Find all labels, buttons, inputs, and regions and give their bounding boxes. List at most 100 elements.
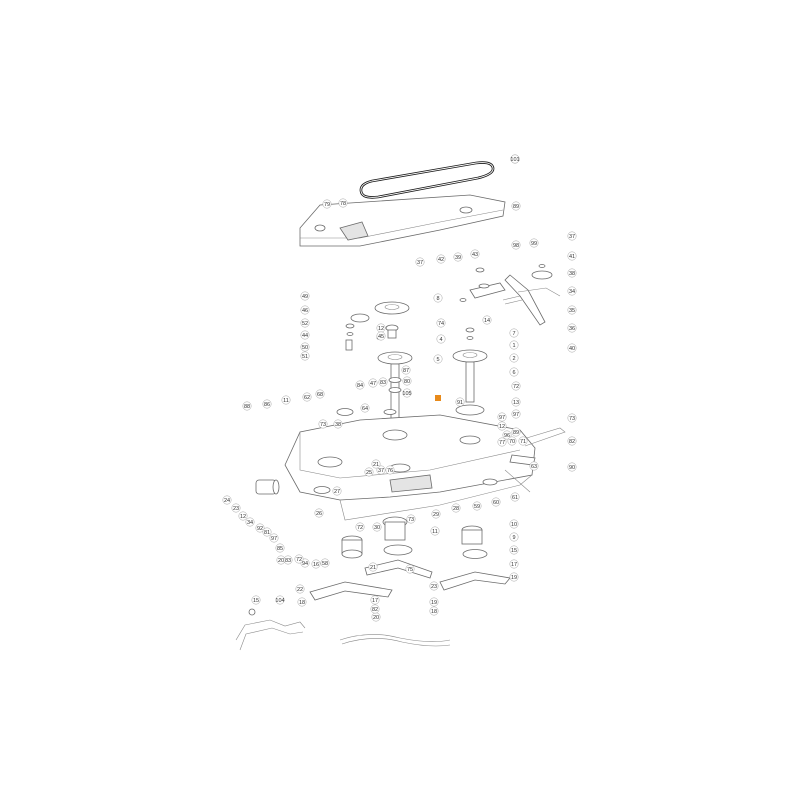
callout-bubble bbox=[497, 412, 507, 422]
callout-bubble bbox=[222, 495, 232, 505]
callout-number: 76 bbox=[387, 468, 393, 474]
callout-number: 25 bbox=[366, 470, 372, 476]
callout-52: 52 bbox=[300, 318, 310, 328]
callout-bubble bbox=[376, 331, 386, 341]
callout-bubble bbox=[511, 381, 521, 391]
callout-bubble bbox=[314, 508, 324, 518]
callout-81: 81 bbox=[262, 527, 272, 537]
callout-number: 34 bbox=[569, 289, 575, 295]
callout-number: 73 bbox=[408, 517, 414, 523]
callout-number: 36 bbox=[569, 326, 575, 332]
callout-number: 89 bbox=[513, 204, 519, 210]
callout-28: 28 bbox=[451, 503, 461, 513]
callout-38: 38 bbox=[567, 268, 577, 278]
callout-bubble bbox=[567, 343, 577, 353]
callout-bubble bbox=[529, 238, 539, 248]
callout-82: 82 bbox=[370, 604, 380, 614]
callout-bubble bbox=[511, 240, 521, 250]
callout-42: 42 bbox=[436, 254, 446, 264]
callout-10: 10 bbox=[509, 519, 519, 529]
callout-number: 13 bbox=[513, 400, 519, 406]
callout-number: 97 bbox=[271, 536, 277, 542]
callout-bubble bbox=[511, 409, 521, 419]
callout-23: 23 bbox=[429, 581, 439, 591]
callout-63: 63 bbox=[529, 461, 539, 471]
callout-51: 51 bbox=[300, 351, 310, 361]
callout-number: 6 bbox=[512, 370, 515, 376]
callout-58: 58 bbox=[320, 558, 330, 568]
callout-bubble bbox=[370, 604, 380, 614]
callout-number: 61 bbox=[512, 495, 518, 501]
callout-bubble bbox=[453, 252, 463, 262]
callout-number: 82 bbox=[372, 607, 378, 613]
callout-39: 39 bbox=[453, 252, 463, 262]
callout-61: 61 bbox=[510, 492, 520, 502]
callout-91: 91 bbox=[455, 397, 465, 407]
callout-number: 18 bbox=[299, 600, 305, 606]
callout-bubble bbox=[429, 606, 439, 616]
callout-number: 88 bbox=[244, 404, 250, 410]
callout-number: 17 bbox=[372, 598, 378, 604]
callout-number: 63 bbox=[531, 464, 537, 470]
callout-bubble bbox=[269, 533, 279, 543]
callout-number: 46 bbox=[302, 308, 308, 314]
callout-bubble bbox=[451, 503, 461, 513]
callout-74: 74 bbox=[436, 318, 446, 328]
callout-bubble bbox=[333, 419, 343, 429]
callout-75: 75 bbox=[405, 564, 415, 574]
callout-bubble bbox=[370, 595, 380, 605]
callout-number: 72 bbox=[357, 525, 363, 531]
callout-12: 12 bbox=[376, 323, 386, 333]
callout-15: 15 bbox=[251, 595, 261, 605]
callout-47: 47 bbox=[368, 378, 378, 388]
callout-34: 34 bbox=[567, 286, 577, 296]
callout-11: 11 bbox=[430, 526, 440, 536]
callout-bubble bbox=[406, 514, 416, 524]
callout-12: 12 bbox=[238, 511, 248, 521]
callout-bubble bbox=[567, 231, 577, 241]
callout-number: 16 bbox=[313, 562, 319, 568]
callout-bubble bbox=[378, 377, 388, 387]
callout-bubble bbox=[436, 334, 446, 344]
callout-6: 6 bbox=[509, 367, 519, 377]
callout-46: 46 bbox=[300, 305, 310, 315]
callout-34: 34 bbox=[245, 517, 255, 527]
callout-23: 23 bbox=[231, 503, 241, 513]
callout-85: 85 bbox=[275, 543, 285, 553]
callout-83: 83 bbox=[378, 377, 388, 387]
callout-bubble bbox=[429, 581, 439, 591]
callout-number: 27 bbox=[334, 489, 340, 495]
callout-number: 12 bbox=[240, 514, 246, 520]
callout-4: 4 bbox=[436, 334, 446, 344]
callout-37: 37 bbox=[376, 465, 386, 475]
callout-number: 59 bbox=[474, 504, 480, 510]
callout-bubble bbox=[433, 354, 443, 364]
callout-number: 84 bbox=[357, 383, 363, 389]
callout-24: 24 bbox=[222, 495, 232, 505]
callout-44: 44 bbox=[300, 330, 310, 340]
callout-number: 42 bbox=[438, 257, 444, 263]
callout-bubble bbox=[376, 465, 386, 475]
callout-bubble bbox=[372, 522, 382, 532]
callout-73: 73 bbox=[318, 419, 328, 429]
callout-number: 45 bbox=[378, 334, 384, 340]
callout-number: 51 bbox=[302, 354, 308, 360]
callout-37: 37 bbox=[567, 231, 577, 241]
callout-bubble bbox=[368, 378, 378, 388]
callout-number: 37 bbox=[378, 468, 384, 474]
callout-29: 29 bbox=[431, 509, 441, 519]
callout-bubble bbox=[245, 517, 255, 527]
belt-cover bbox=[299, 194, 506, 247]
callout-bubble bbox=[283, 555, 293, 565]
callout-bubble bbox=[509, 572, 519, 582]
callout-21: 21 bbox=[371, 459, 381, 469]
callout-layer: 9589797837989941384339423734353640147126… bbox=[222, 154, 577, 622]
callout-77: 77 bbox=[497, 437, 507, 447]
callout-bubble bbox=[302, 392, 312, 402]
callout-number: 90 bbox=[569, 465, 575, 471]
spindle-right bbox=[439, 525, 511, 591]
callout-bubble bbox=[502, 430, 512, 440]
callout-number: 21 bbox=[370, 565, 376, 571]
callout-number: 14 bbox=[484, 318, 490, 324]
callout-number: 11 bbox=[432, 529, 438, 535]
